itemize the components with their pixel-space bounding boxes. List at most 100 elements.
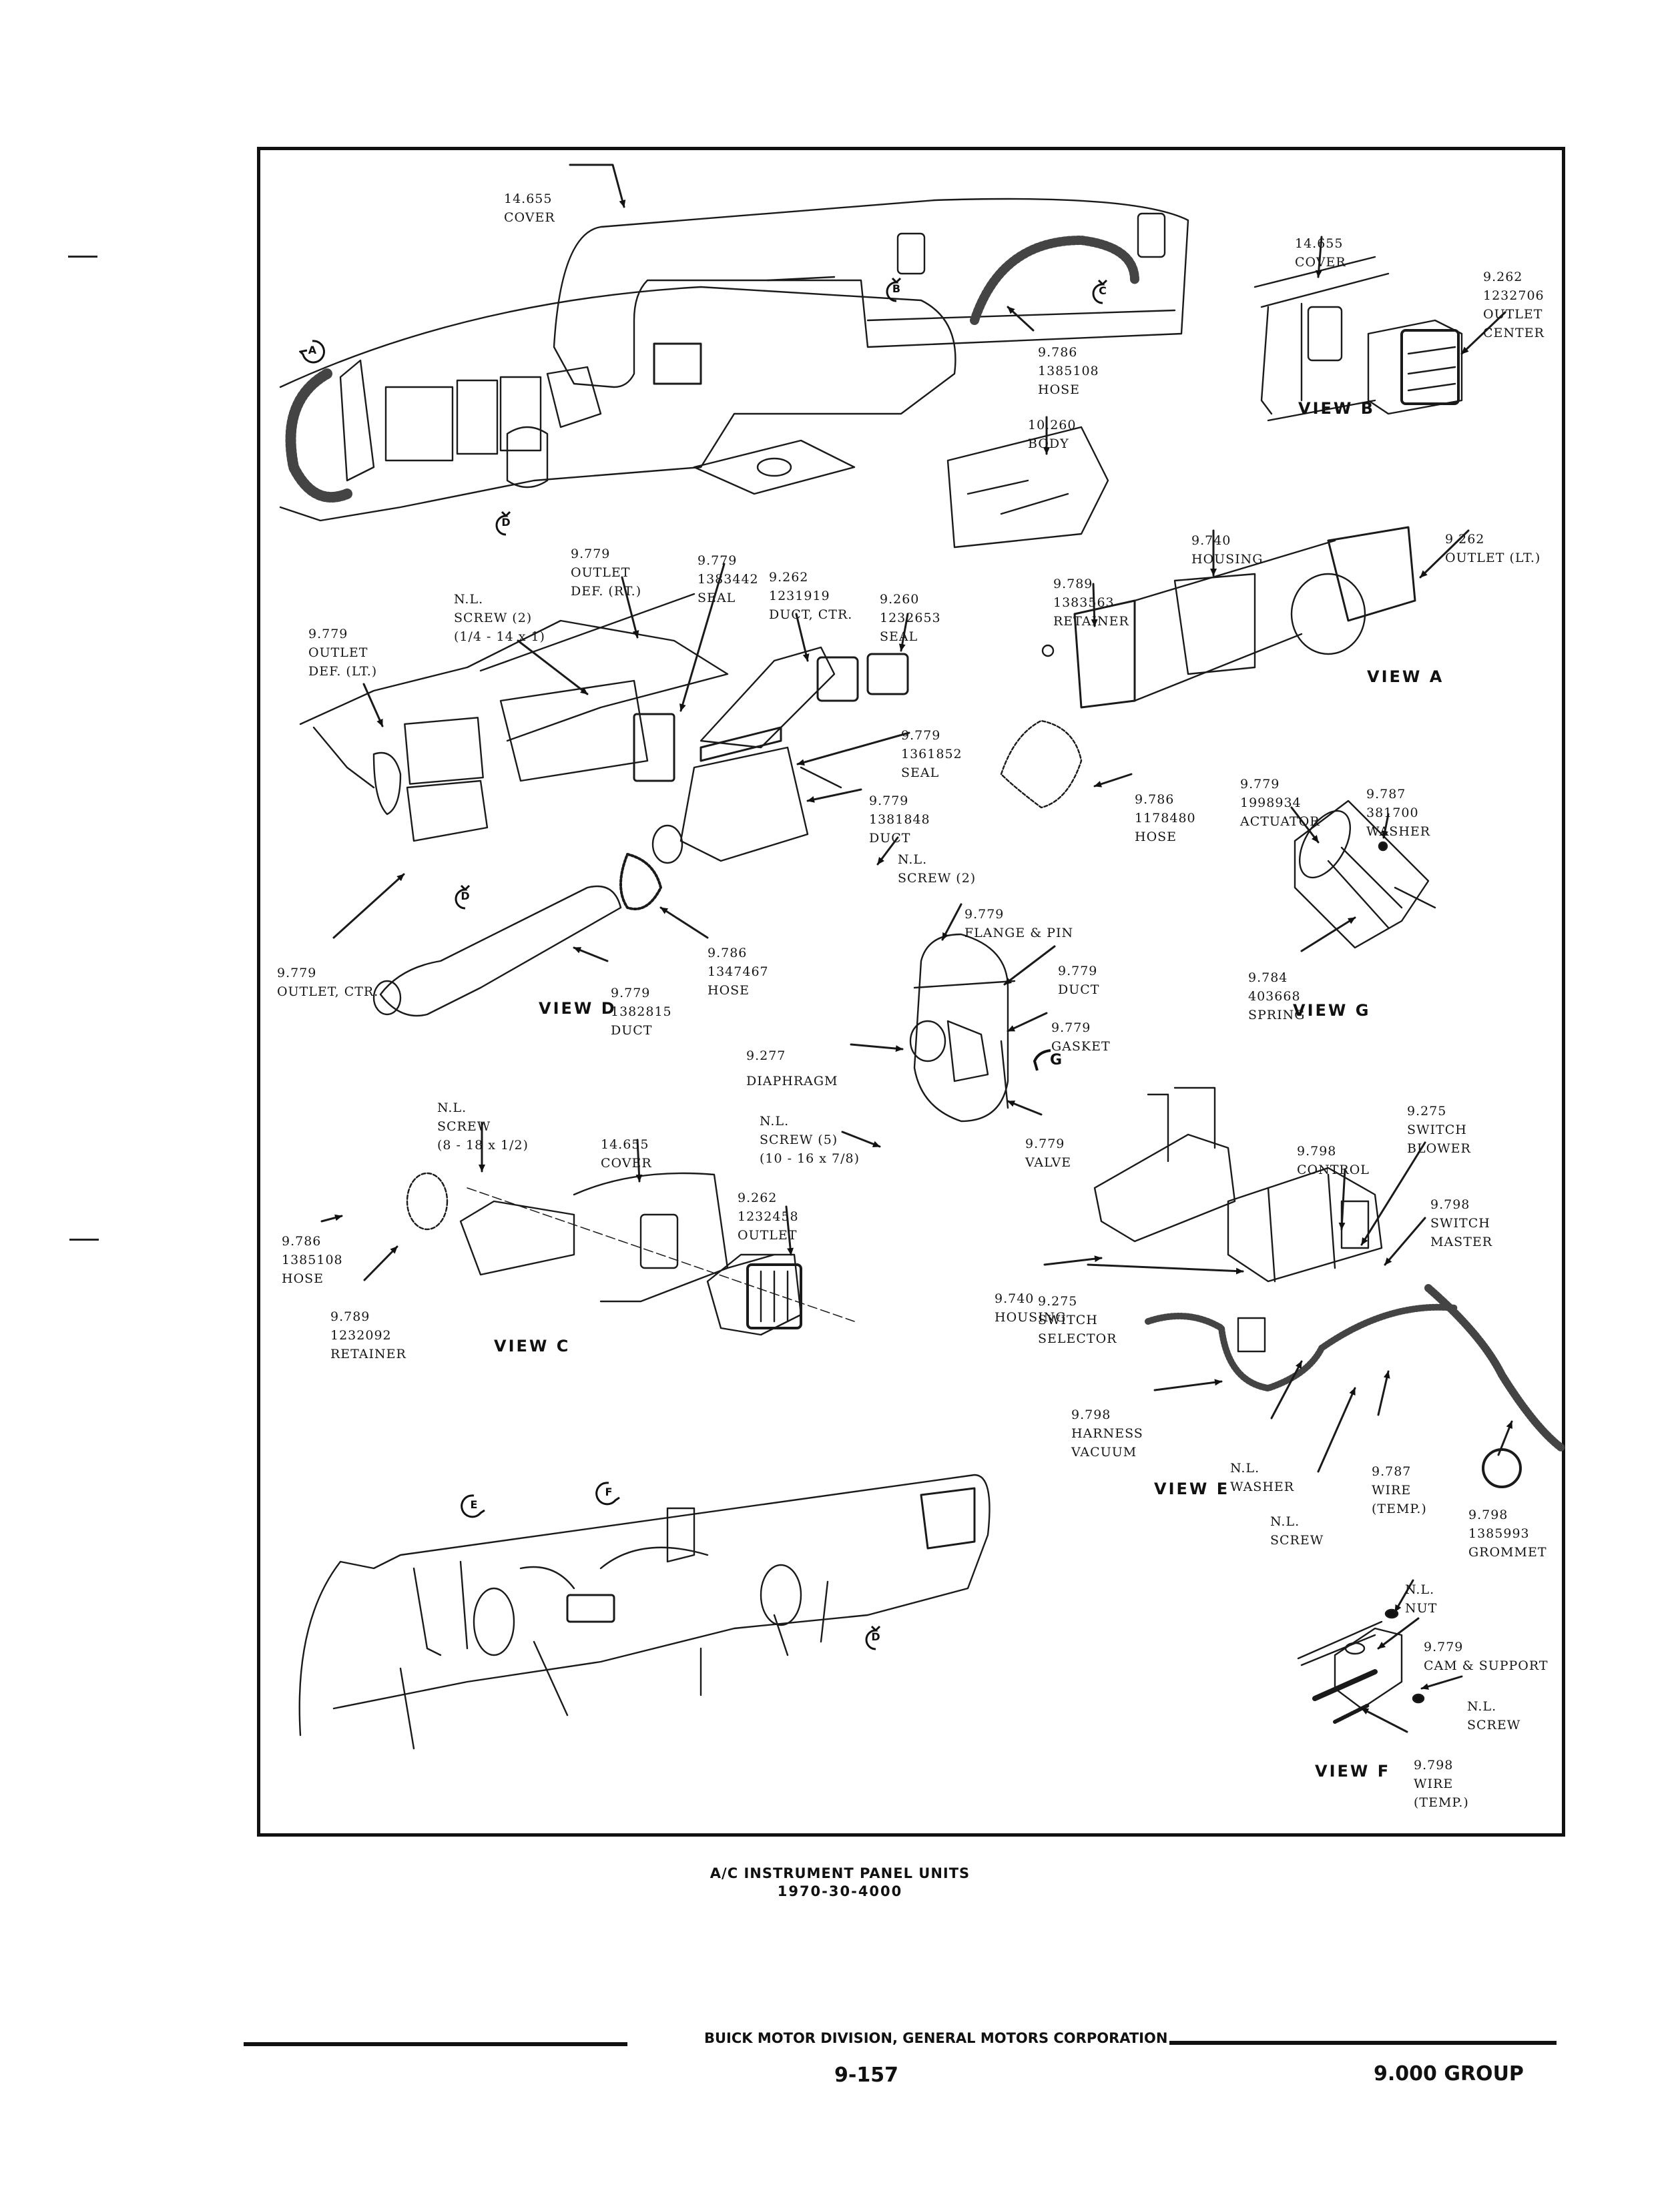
footer-group: 9.000 GROUP (1374, 2062, 1524, 2086)
arrow-e-master (1384, 1217, 1426, 1266)
arrow-d-duct-1381848 (806, 788, 862, 803)
footer-rule-left (244, 2042, 627, 2046)
view-marker-f: F (595, 1480, 622, 1507)
view-marker-a: A (298, 338, 326, 365)
view-e-sketch (1093, 1086, 1566, 1488)
callout-e-screw: N.L.SCREW (1270, 1514, 1324, 1548)
arrow-b-outlet-center (1460, 311, 1506, 355)
margin-tick (68, 256, 97, 258)
callout-f-screw: N.L.SCREW (1467, 1699, 1521, 1733)
arrow-d-seal-1361852 (796, 731, 910, 766)
arrow-e-washer (1270, 1360, 1303, 1420)
arrow-d-seal-1383442 (679, 563, 726, 712)
arrow-d-outlet-def-lt (362, 683, 384, 727)
footer-publisher: BUICK MOTOR DIVISION, GENERAL MOTORS COR… (704, 2030, 1168, 2046)
view-title-f: VIEW F (1315, 1762, 1391, 1781)
arrow-g2-duct (1003, 945, 1056, 986)
arrow-d-duct-1382815 (573, 946, 609, 962)
arrow-g2-diaphragm (850, 1043, 904, 1052)
view-d-sketch (299, 593, 909, 1017)
figure-caption-title: A/C INSTRUMENT PANEL UNITS (710, 1865, 970, 1881)
callout-d-screw-2: N.L.SCREW (2)(1/4 - 14 x 1) (454, 592, 545, 644)
view-c-sketch (406, 1172, 855, 1336)
view-marker-e: E (461, 1493, 487, 1520)
arrow-e-control (1338, 1168, 1346, 1231)
main-dashboard-panel-sketch (279, 286, 956, 522)
arrow-g2-flange-pin (941, 903, 962, 941)
arrow-f-nut (1394, 1579, 1414, 1613)
callout-e-washer: N.L.WASHER (1230, 1461, 1295, 1494)
arrow-e-wire-temp (1377, 1370, 1390, 1416)
arrow-g2-gasket (1007, 1012, 1048, 1032)
arrow-g-spring (1300, 916, 1356, 952)
view-title-g: VIEW G (1293, 1001, 1371, 1020)
arrow-f-cam (1377, 1617, 1420, 1650)
callout-c-screw: N.L.SCREW(8 - 18 x 1/2) (437, 1101, 529, 1153)
diaphragm-valve-assembly-sketch (909, 933, 1016, 1123)
view-title-b: VIEW B (1298, 399, 1376, 418)
view-marker-d-top: D (493, 511, 519, 537)
arrow-a-outlet-lt (1419, 529, 1470, 579)
view-a-sketch (1000, 526, 1416, 809)
view-g-sketch (1294, 800, 1436, 949)
arrow-g-washer (1382, 813, 1390, 839)
callout-g2-screw-5: N.L.SCREW (5)(10 - 16 x 7/8) (760, 1114, 860, 1166)
arrow-e-grommet (1497, 1420, 1513, 1456)
arrow-e-housing (1043, 1255, 1103, 1266)
arrow-a-retainer (1091, 583, 1098, 627)
footer-rule-right (1169, 2041, 1557, 2045)
arrow-d-hose-1347467 (659, 906, 709, 939)
arrow-main-hose (1007, 306, 1035, 332)
view-title-e: VIEW E (1154, 1480, 1230, 1498)
arrow-d-outlet-ctr (332, 873, 405, 939)
arrow-g2-screw-5 (841, 1131, 881, 1148)
arrow-f-wire (1360, 1707, 1408, 1733)
arrow-f-screw (1420, 1675, 1463, 1690)
arrow-g2-valve (1007, 1100, 1043, 1116)
arrow-d-screw-2 (517, 639, 589, 695)
arrow-d-seal-1232653 (898, 613, 909, 652)
view-marker-b: B (883, 277, 910, 304)
view-f-sketch (1297, 1608, 1425, 1724)
arrow-main-cover (569, 164, 626, 208)
view-title-d: VIEW D (539, 999, 617, 1018)
arrow-c-outlet (785, 1205, 794, 1256)
arrow-d-duct-ctr (795, 613, 810, 662)
leader-arrows (320, 164, 1513, 1733)
arrow-c-cover (635, 1139, 643, 1183)
margin-tick (69, 1239, 99, 1241)
arrow-g-actuator (1290, 806, 1320, 844)
